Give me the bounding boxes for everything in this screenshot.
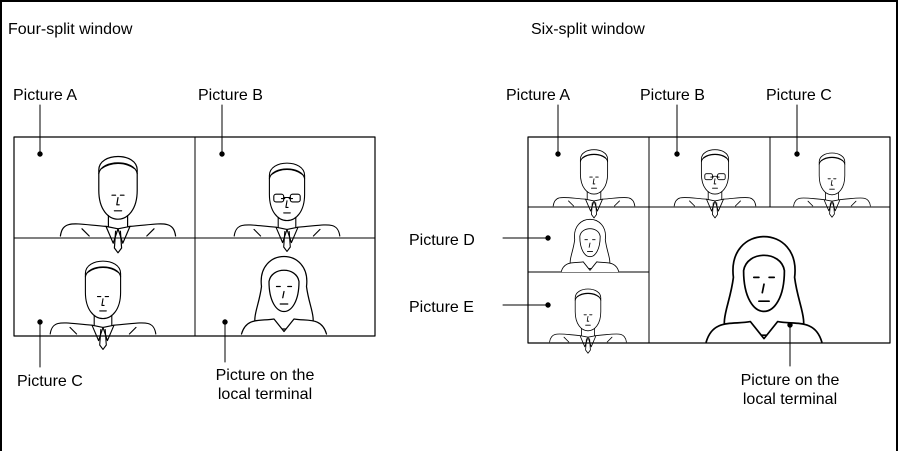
six-split-figure-d	[561, 219, 619, 272]
four-split-figure-local	[242, 257, 327, 335]
six-split-figure-local	[706, 237, 822, 342]
four-split-grid	[14, 137, 375, 336]
six-split-figure-a	[553, 150, 635, 218]
six-split-figure-c	[794, 153, 871, 217]
six-split-figure-b	[674, 150, 756, 218]
